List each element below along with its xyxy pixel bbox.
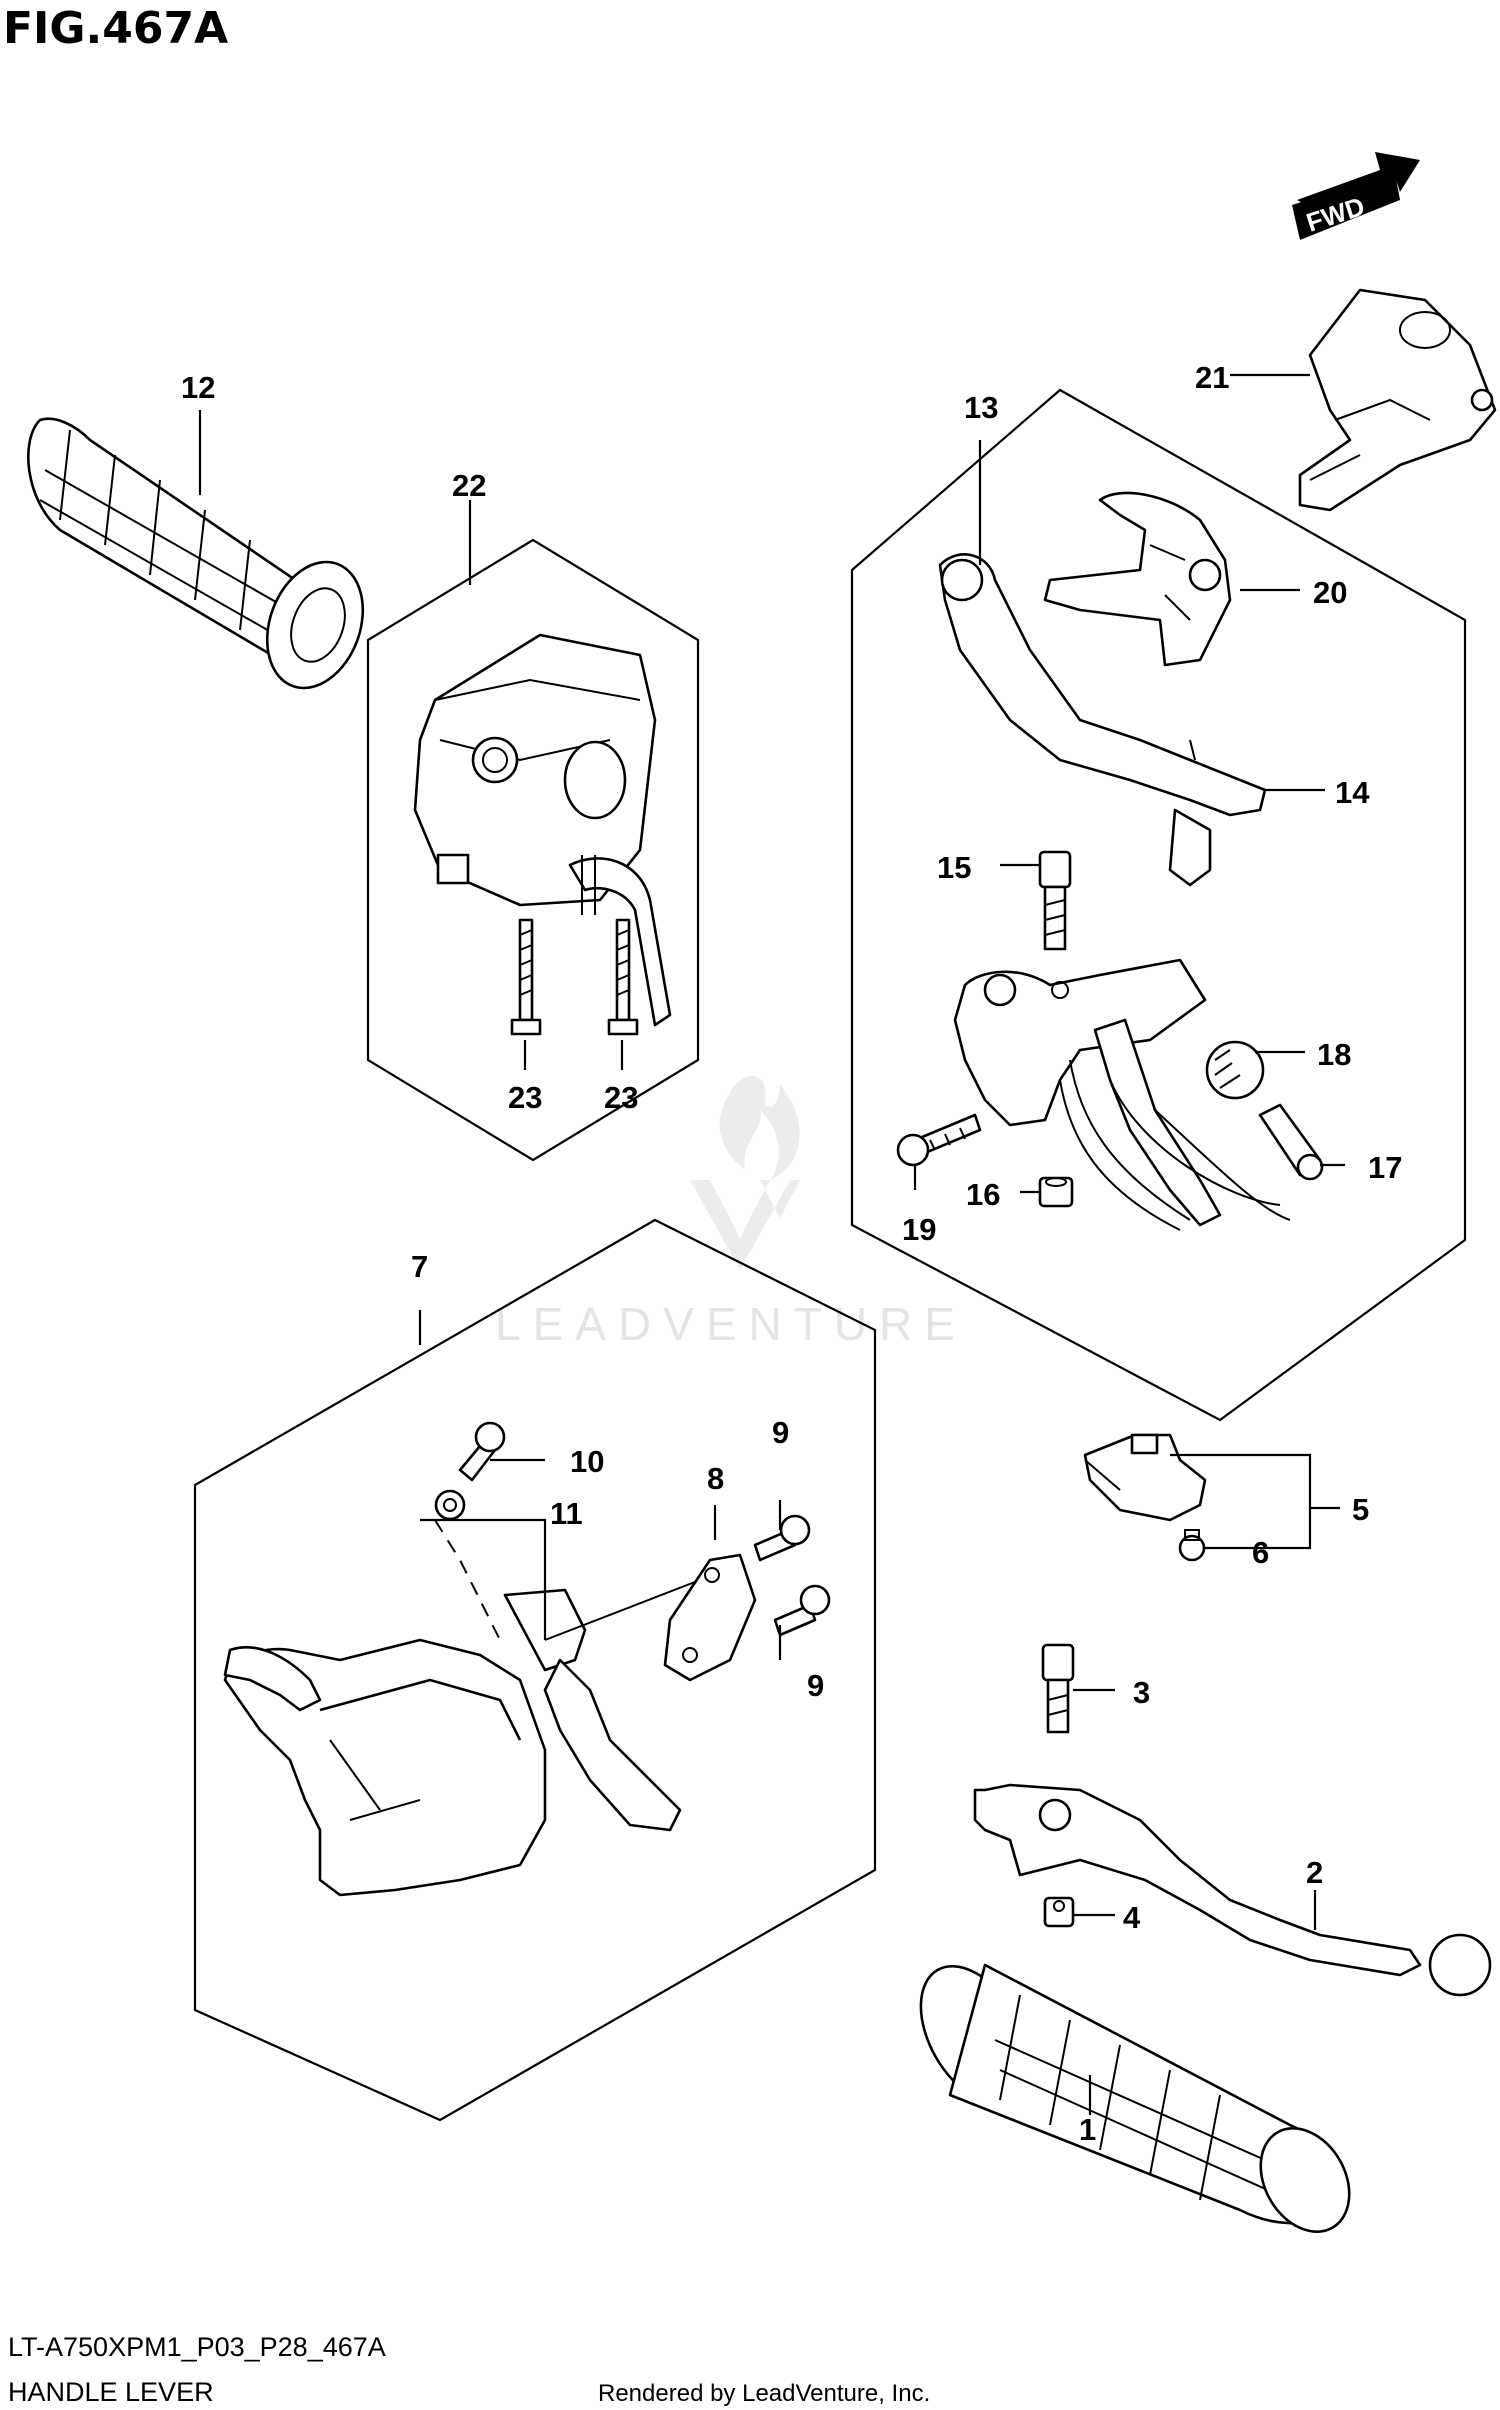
section-name: HANDLE LEVER: [8, 2377, 214, 2407]
lever-part-2: [973, 1783, 1492, 1997]
callout-21: 21: [1195, 360, 1229, 395]
bracket-part-8: [663, 1553, 757, 1682]
switch-housing-part: [413, 633, 672, 1027]
screw-part-17: [1258, 1103, 1324, 1181]
nut-part-4: [1043, 1896, 1075, 1928]
callout-23-a: 23: [508, 1080, 542, 1115]
bolt-part-9-b: [773, 1584, 831, 1637]
callout-18: 18: [1317, 1037, 1351, 1072]
reservoir-cap-part-18: [1205, 1040, 1265, 1100]
nut-part-11: [434, 1489, 466, 1521]
screw-part-10: [458, 1421, 506, 1482]
screw-23-a: [510, 918, 542, 1036]
callout-20: 20: [1313, 575, 1347, 610]
callout-13: 13: [964, 390, 998, 425]
leader-lines: [198, 373, 1345, 2115]
group-box-13: [850, 388, 1467, 1422]
cover-part-21: [1298, 288, 1497, 512]
render-credit: Rendered by LeadVenture, Inc.: [598, 2380, 930, 2407]
callout-11: 11: [550, 1496, 583, 1531]
figure-title: FIG.467A: [3, 3, 228, 54]
switch-part-5: [1083, 1433, 1207, 1522]
master-cylinder: [953, 958, 1291, 1231]
group-box-7: [193, 1218, 877, 2122]
fwd-arrow-icon: FWD: [1292, 152, 1420, 240]
callout-9-top: 9: [772, 1415, 789, 1450]
screw-part-6: [1178, 1529, 1206, 1562]
callout-14: 14: [1335, 775, 1370, 810]
callout-16: 16: [966, 1177, 1000, 1212]
grip-right-part: [919, 1963, 1351, 2233]
callout-19: 19: [902, 1212, 936, 1247]
callout-2: 2: [1306, 1855, 1323, 1890]
model-code: LT-A750XPM1_P03_P28_467A: [8, 2332, 386, 2362]
callout-12: 12: [181, 370, 215, 405]
group-box-22: [366, 538, 700, 1162]
throttle-housing-part-7: [223, 1579, 701, 1897]
callout-9-bottom: 9: [807, 1668, 824, 1703]
assembly-dashed-line: [434, 1519, 501, 1641]
bracket-part-20: [1043, 491, 1232, 667]
screw-23-b: [607, 918, 639, 1036]
nut-part-16: [1038, 1176, 1074, 1208]
bolt-part-9-a: [753, 1514, 811, 1562]
callout-4: 4: [1123, 1900, 1141, 1935]
watermark-text: LEADVENTURE: [495, 1298, 967, 1350]
callout-6: 6: [1252, 1535, 1269, 1570]
callout-10: 10: [570, 1444, 604, 1479]
callout-5: 5: [1352, 1492, 1369, 1527]
callout-17: 17: [1368, 1150, 1402, 1185]
bolt-part-15: [1038, 850, 1072, 951]
bolt-part-3: [1041, 1643, 1075, 1734]
grip-left-part: [27, 417, 365, 690]
bolt-part-19: [896, 1113, 982, 1167]
callout-3: 3: [1133, 1675, 1150, 1710]
callout-22: 22: [452, 468, 486, 503]
brake-lever-part-14: [938, 553, 1267, 887]
callout-7: 7: [411, 1249, 428, 1284]
callout-15: 15: [937, 850, 971, 885]
leadventure-watermark: LEADVENTURE: [495, 1075, 967, 1350]
callout-1: 1: [1079, 2112, 1096, 2147]
callout-23-b: 23: [604, 1080, 638, 1115]
callout-8: 8: [707, 1461, 724, 1496]
